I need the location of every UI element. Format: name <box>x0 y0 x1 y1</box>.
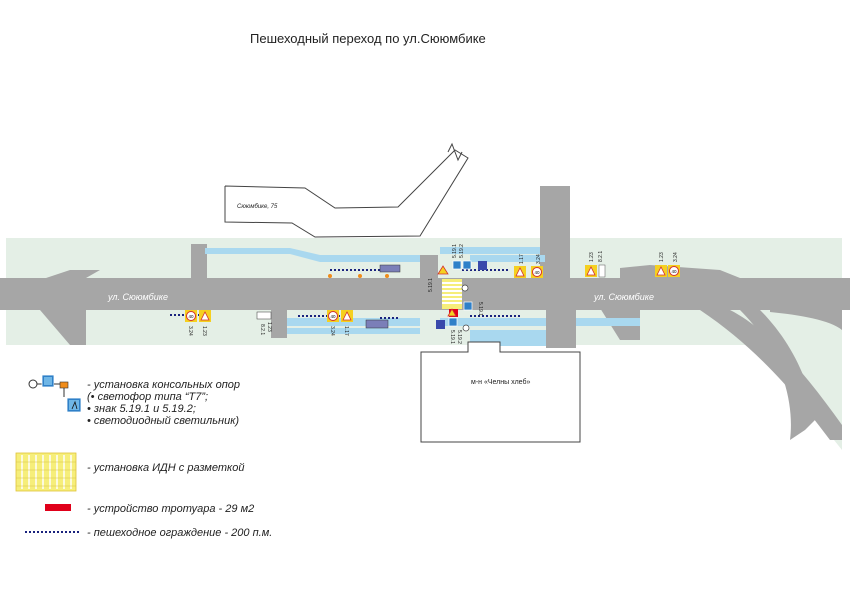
sign-code: 1.23 <box>659 252 665 262</box>
legend-crossing-symbol <box>15 452 77 492</box>
sign-ped-crossing-icon <box>462 260 472 270</box>
legend-line: (• светофор типа “Т7”; <box>87 391 209 403</box>
pedestrian-crossing <box>442 279 462 309</box>
legend-line: - установка консольных опор <box>87 379 240 391</box>
legend-item-fence: - пешеходное ограждение - 200 п.м. <box>87 527 273 539</box>
break-mark <box>447 142 463 162</box>
legend-new-sidewalk-symbol <box>45 504 71 511</box>
sidewalks <box>205 247 640 346</box>
store-label: м-н «Челны хлеб» <box>471 378 531 386</box>
sign-code: 3.24 <box>536 254 542 264</box>
green-verge-right <box>700 300 842 450</box>
sign-ped-crossing-icon <box>463 301 473 311</box>
warning-triangle-icon <box>447 308 457 317</box>
road <box>0 186 850 440</box>
sign-code: 5.19.1 <box>477 302 483 316</box>
sign-code: 1.23 <box>266 322 272 332</box>
sign-code: 8.2.1 <box>259 324 265 335</box>
speed-limit-icon <box>186 311 196 321</box>
street-lamps <box>328 274 389 278</box>
sign-code: 5.19.2 <box>456 330 462 344</box>
speed-limit-icon <box>532 267 542 277</box>
road-signs <box>185 260 680 332</box>
page-title: Пешеходный переход по ул.Сююмбике <box>250 31 486 46</box>
utility-boxes <box>256 264 401 329</box>
children-sign-icon <box>586 266 596 276</box>
legend-line: • светодиодный светильник) <box>87 415 240 427</box>
sign-code: 5.19.1 <box>428 278 434 292</box>
children-sign-icon <box>342 311 352 321</box>
sign-ped-crossing-icon <box>448 317 458 327</box>
speed-number: 40 <box>330 314 336 319</box>
sign-code: 1.23 <box>201 326 207 336</box>
speed-number: 40 <box>671 269 677 274</box>
sign-code: 3.24 <box>187 326 193 336</box>
building-outline <box>224 149 469 238</box>
sign-ped-crossing-icon <box>478 261 487 270</box>
children-sign-icon <box>515 267 525 277</box>
children-sign-icon <box>656 266 666 276</box>
speed-number: 40 <box>534 270 540 275</box>
street-label-right: ул. Сююмбике <box>593 292 654 302</box>
sign-code: 5.19.1 <box>452 244 458 258</box>
legend-item-sidewalk: - устройство тротуара - 29 м2 <box>87 503 255 515</box>
sign-code: 8.2.1 <box>598 251 604 262</box>
legend-console-symbol <box>28 374 82 413</box>
speed-limit-icon <box>669 266 679 276</box>
building-address: Сююмбике, 75 <box>237 204 278 210</box>
legend-line: • знак 5.19.1 и 5.19.2; <box>87 403 196 415</box>
sign-code: 1.17 <box>519 254 525 264</box>
store-building <box>420 341 581 443</box>
speed-limit-icon <box>328 311 338 321</box>
sign-code: 3.24 <box>673 252 679 262</box>
sign-ped-crossing-icon <box>452 260 462 270</box>
street-label-left: ул. Сююмбике <box>107 292 168 302</box>
children-sign-icon <box>200 311 210 321</box>
speed-number: 40 <box>188 314 194 319</box>
sign-ped-crossing-icon <box>436 320 445 329</box>
sign-code: 5.19.1 <box>449 330 455 344</box>
traffic-light-icon <box>59 381 69 389</box>
sign-code: 1.17 <box>343 326 349 336</box>
sign-code: 3.24 <box>329 326 335 336</box>
traffic-light-icon <box>461 284 469 292</box>
sign-code: 5.19.2 <box>459 244 465 258</box>
traffic-light-icon <box>462 324 470 332</box>
warning-triangle-icon <box>437 265 449 275</box>
legend-item-crossing: - установка ИДН с разметкой <box>87 462 245 474</box>
legend-item-console: - установка консольных опор (• светофор … <box>87 379 240 427</box>
sign-code: 1.23 <box>589 252 595 262</box>
